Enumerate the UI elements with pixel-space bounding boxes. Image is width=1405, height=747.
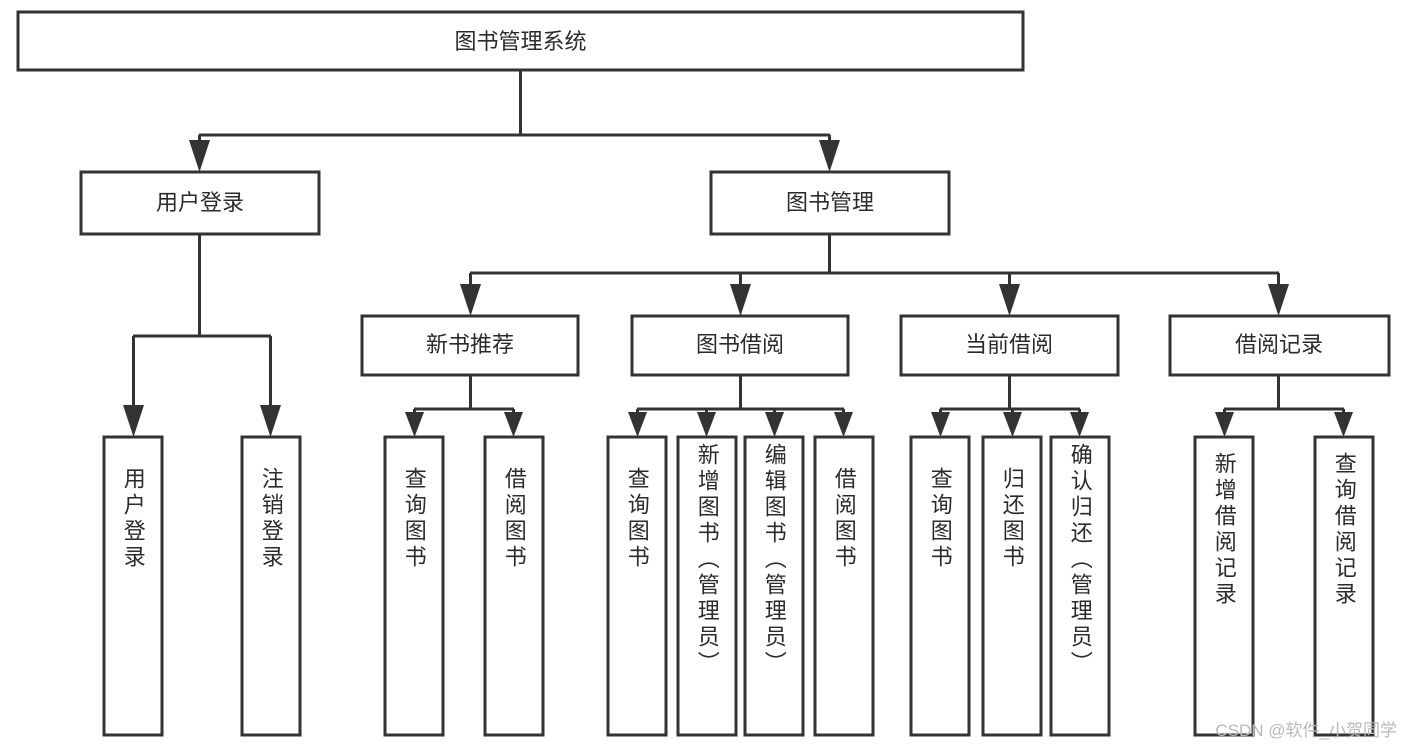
node-current-borrow[interactable]: 当前借阅: [899, 314, 1120, 377]
node-borrow-record-box[interactable]: [1168, 314, 1391, 377]
node-new-book-recommend[interactable]: 新书推荐: [360, 314, 580, 377]
arrow-head-icon: [260, 405, 281, 437]
leaf-box-add-record[interactable]: [1193, 435, 1255, 737]
csdn-watermark: CSDN @软件_小贺同学: [1215, 721, 1397, 740]
node-current-borrow-label: 当前借阅: [965, 332, 1053, 357]
arrow-head-icon: [1334, 412, 1353, 437]
node-borrow-record-label: 借阅记录: [1235, 332, 1323, 357]
node-root-box[interactable]: [16, 10, 1025, 72]
arrow-head-icon: [1268, 284, 1289, 316]
arrow-head-icon: [765, 412, 784, 437]
arrow-head-icon: [819, 140, 840, 172]
node-book-borrow[interactable]: 图书借阅: [630, 314, 850, 377]
arrow-head-icon: [405, 412, 424, 437]
leaf-box-user-login[interactable]: [102, 435, 164, 737]
leaf-box-add-book-admin[interactable]: [676, 435, 738, 737]
connector-layer: [123, 70, 1353, 437]
leaf-box-return-book[interactable]: [981, 435, 1043, 737]
arrow-head-icon: [999, 284, 1020, 316]
node-book-management[interactable]: 图书管理: [709, 170, 951, 236]
arrow-head-icon: [504, 412, 523, 437]
arrow-head-icon: [1070, 412, 1089, 437]
arrow-head-icon: [189, 140, 210, 172]
leaf-box-borrow-book-1[interactable]: [483, 435, 545, 737]
arrow-head-icon: [730, 284, 751, 316]
node-borrow-record[interactable]: 借阅记录: [1168, 314, 1391, 377]
leaf-box-query-book-1[interactable]: [383, 435, 445, 737]
node-book-management-box[interactable]: [709, 170, 951, 236]
arrow-head-icon: [628, 412, 647, 437]
leaf-box-confirm-return[interactable]: [1049, 435, 1111, 737]
arrow-head-icon: [931, 412, 950, 437]
leaf-layer: [102, 435, 1375, 737]
leaf-box-logout[interactable]: [240, 435, 302, 737]
leaf-box-query-record[interactable]: [1313, 435, 1375, 737]
node-user-login-box[interactable]: [79, 170, 321, 236]
node-user-login[interactable]: 用户登录: [79, 170, 321, 236]
arrow-head-icon: [123, 405, 144, 437]
node-root-label: 图书管理系统: [454, 29, 586, 54]
node-book-borrow-box[interactable]: [630, 314, 850, 377]
arrow-head-icon: [1215, 412, 1234, 437]
node-book-borrow-label: 图书借阅: [696, 332, 784, 357]
node-new-book-recommend-box[interactable]: [360, 314, 580, 377]
node-user-login-label: 用户登录: [156, 190, 244, 215]
arrow-head-icon: [697, 412, 716, 437]
arrow-head-icon: [1003, 412, 1022, 437]
node-book-management-label: 图书管理: [786, 190, 874, 215]
arrow-head-icon: [460, 284, 481, 316]
arrow-head-icon: [834, 412, 853, 437]
node-root[interactable]: 图书管理系统: [16, 10, 1025, 72]
leaf-box-edit-book-admin[interactable]: [743, 435, 805, 737]
leaf-box-query-book-3[interactable]: [909, 435, 971, 737]
node-current-borrow-box[interactable]: [899, 314, 1120, 377]
leaf-box-borrow-book-2[interactable]: [813, 435, 875, 737]
leaf-box-query-book-2[interactable]: [606, 435, 668, 737]
node-new-book-recommend-label: 新书推荐: [426, 332, 514, 357]
